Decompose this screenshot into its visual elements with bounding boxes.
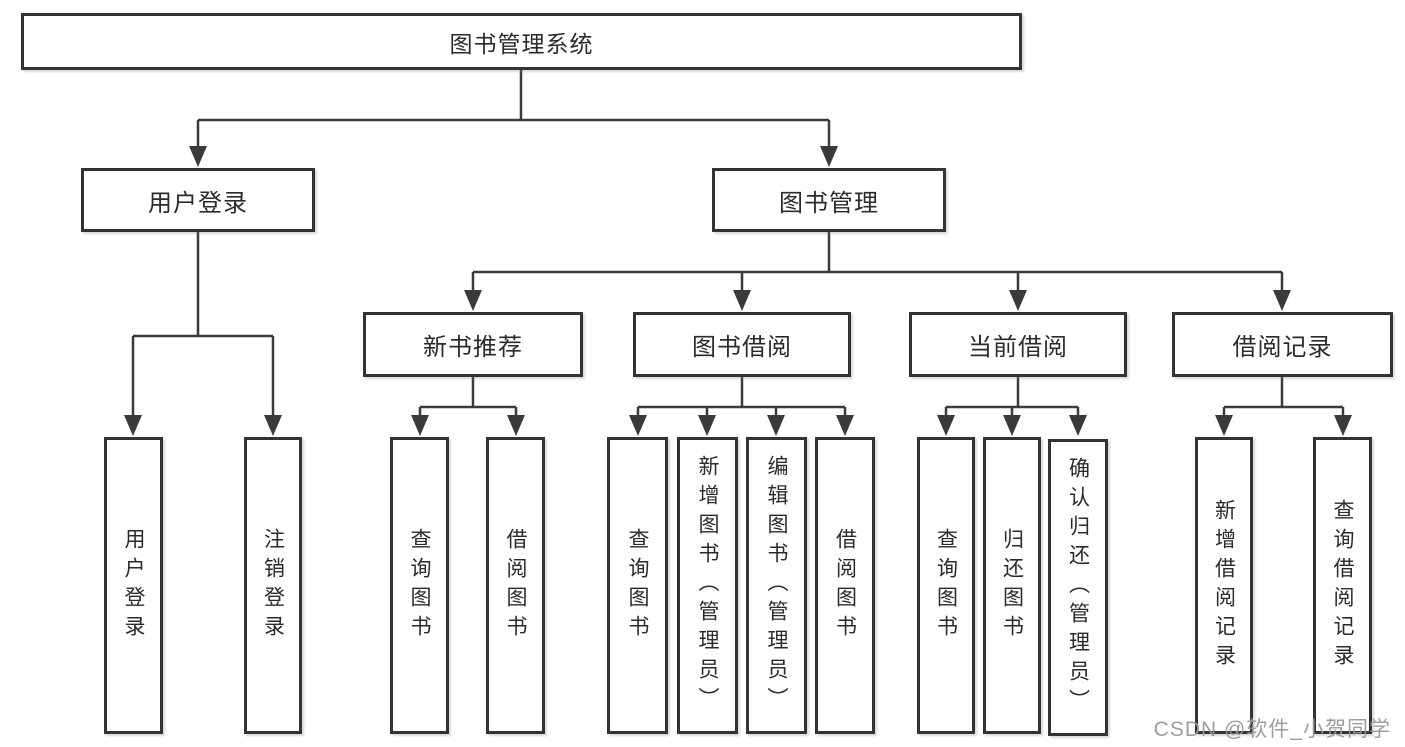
node-label: 查询借阅记录: [1331, 498, 1354, 673]
node-book-borrowing: 图书借阅: [633, 312, 851, 377]
arrowhead-icon: [1009, 290, 1027, 311]
leaf-cb-return-books: 归还图书: [983, 437, 1041, 734]
arrowhead-icon: [1069, 415, 1087, 436]
leaf-nbr-query-books: 查询图书: [390, 437, 449, 734]
node-label: 查询图书: [934, 527, 958, 644]
leaf-br-add-borrow-record: 新增借阅记录: [1195, 437, 1253, 734]
leaf-logout: 注销登录: [244, 437, 302, 734]
node-current-borrowing: 当前借阅: [909, 312, 1127, 377]
connector-book-mgmt-to-level3: [464, 232, 1291, 311]
connector-new-book-rec-children: [411, 377, 525, 436]
leaf-bb-query-books: 查询图书: [607, 437, 668, 734]
node-label: 新书推荐: [423, 334, 523, 361]
connector-user-login-children: [124, 232, 282, 436]
node-label: 借阅图书: [833, 527, 857, 644]
node-borrowing-records: 借阅记录: [1172, 312, 1393, 377]
leaf-cb-confirm-return-admin: 确认归还（管理员）: [1048, 439, 1108, 736]
leaf-bb-borrow-books: 借阅图书: [815, 437, 875, 734]
node-label: 查询图书: [408, 527, 431, 644]
arrowhead-icon: [937, 415, 955, 436]
node-label: 注销登录: [261, 527, 285, 644]
node-user-login: 用户登录: [81, 168, 315, 232]
node-label: 查询图书: [626, 527, 649, 644]
arrowhead-icon: [264, 415, 282, 436]
node-root: 图书管理系统: [21, 13, 1022, 70]
node-label: 归还图书: [1000, 527, 1024, 644]
arrowhead-icon: [767, 415, 785, 436]
connector-current-borrow-children: [937, 377, 1087, 436]
connector-root-to-level2: [189, 70, 838, 167]
node-label: 确认归还（管理员）: [1066, 457, 1090, 718]
leaf-br-query-borrow-record: 查询借阅记录: [1313, 437, 1372, 734]
arrowhead-icon: [464, 290, 482, 311]
node-label: 编辑图书（管理员）: [765, 455, 788, 716]
arrowhead-icon: [124, 415, 142, 436]
connector-borrow-record-children: [1215, 377, 1352, 436]
node-new-book-recommendation: 新书推荐: [363, 312, 583, 377]
node-label: 借阅图书: [504, 527, 527, 644]
node-label: 新增借阅记录: [1212, 498, 1236, 673]
leaf-bb-edit-book-admin: 编辑图书（管理员）: [746, 437, 807, 734]
arrowhead-icon: [836, 415, 854, 436]
arrowhead-icon: [733, 290, 751, 311]
node-label: 用户登录: [148, 189, 248, 217]
node-label: 图书借阅: [692, 334, 792, 361]
arrowhead-icon: [1003, 415, 1021, 436]
arrowhead-icon: [698, 415, 716, 436]
arrowhead-icon: [629, 415, 647, 436]
arrowhead-icon: [1215, 415, 1233, 436]
arrowhead-icon: [820, 146, 838, 167]
connector-book-borrow-children: [629, 377, 854, 436]
arrowhead-icon: [189, 146, 207, 167]
leaf-cb-query-books: 查询图书: [917, 437, 975, 734]
node-label: 当前借阅: [968, 334, 1068, 361]
leaf-nbr-borrow-books: 借阅图书: [486, 437, 545, 734]
node-label: 图书管理系统: [449, 30, 594, 57]
arrowhead-icon: [1273, 290, 1291, 311]
node-label: 用户登录: [122, 527, 145, 644]
arrowhead-icon: [1334, 415, 1352, 436]
node-label: 图书管理: [779, 189, 879, 217]
arrowhead-icon: [507, 415, 525, 436]
leaf-bb-add-book-admin: 新增图书（管理员）: [677, 437, 738, 734]
watermark: CSDN @软件_小贺同学: [1153, 718, 1391, 741]
leaf-user-login: 用户登录: [104, 437, 163, 734]
node-book-management: 图书管理: [712, 168, 946, 232]
arrowhead-icon: [411, 415, 429, 436]
node-label: 借阅记录: [1232, 334, 1333, 361]
node-label: 新增图书（管理员）: [696, 455, 719, 716]
